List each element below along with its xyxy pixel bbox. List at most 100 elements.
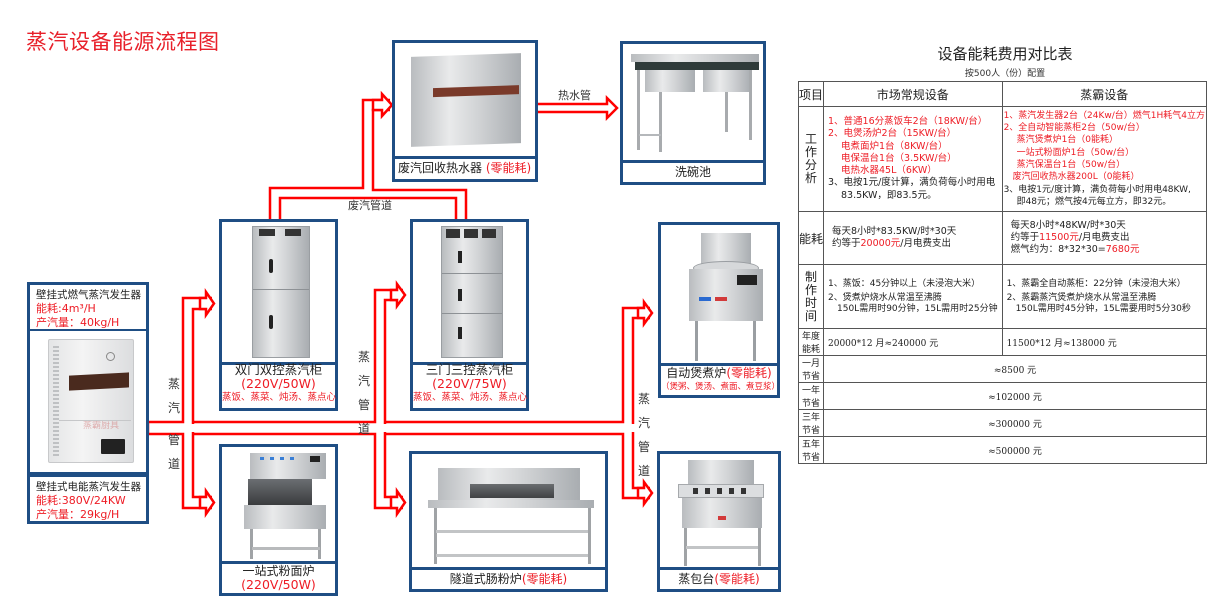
double-cabinet-spec: (220V/50W) [241, 376, 316, 391]
electric-generator-output: 产汽量：29kg/H [36, 508, 120, 521]
table-header-row: 项目 市场常规设备 蒸霸设备 [798, 81, 1208, 107]
table-row-savings-1-month: 一月节省 ≈8500 元 [798, 355, 1207, 383]
wall-mounted-generator: 蒸霸厨具 [48, 339, 134, 463]
bun-steamer-name: 蒸包台 [678, 572, 715, 586]
auto-boiler-name: 自动煲煮炉 [666, 366, 727, 380]
table-row-annual-energy: 年度能耗 20000*12 月≈240000 元 11500*12 月≈1380… [798, 328, 1208, 356]
cell-zhengba-time: 1、蒸霸全自动蒸柜：22分钟（未浸泡大米） 2、蒸霸蒸汽煲煮炉烧水从常温至沸腾 … [1001, 264, 1208, 329]
comparison-table-title: 设备能耗费用对比表 [937, 45, 1073, 63]
boiler-body [689, 269, 763, 321]
steam-pipe-label-right: 蒸 汽 管 道 [637, 392, 650, 478]
steam-pipe-label-middle: 蒸 汽 管 道 [357, 350, 370, 436]
gas-generator-name: 壁挂式燃气蒸汽发生器 [36, 289, 141, 301]
tunnel-rice-roll-caption: 隧道式肠粉炉(零能耗) [412, 569, 605, 589]
steam-pipe-label-left: 蒸 汽 管 道 [167, 377, 180, 471]
stove-base [244, 505, 326, 529]
cell-zhengba-annual: 11500*12 月≈138000 元 [1001, 328, 1208, 356]
sink-unit [631, 54, 761, 154]
page-title: 蒸汽设备能源流程图 [26, 30, 220, 54]
gas-generator-consumption: 能耗:4m³/H [36, 302, 96, 315]
bun-steamer-tag: (零能耗) [714, 572, 760, 586]
header-item: 项目 [798, 81, 824, 107]
cell-conventional-annual: 20000*12 月≈240000 元 [823, 328, 1003, 356]
steam-generator-image: 蒸霸厨具 [27, 331, 149, 475]
row-label-work-analysis: 工 作 分 析 [798, 106, 824, 212]
electric-generator-consumption: 能耗:380V/24KW [36, 494, 126, 507]
noodle-stove-name: 一站式粉面炉 [242, 564, 315, 578]
row-label-savings: 一月节省 [798, 355, 824, 383]
cabinet-body [252, 226, 310, 358]
bun-steamer-photo [660, 454, 778, 570]
control-panel [101, 439, 125, 454]
tunnel-rice-roll-tag: (零能耗) [521, 572, 568, 586]
table-row-energy: 能耗 每天8小时*83.5KW/时*30天 约等于20000元/月电费支出 每天… [798, 211, 1208, 265]
gas-generator-output: 产汽量：40kg/H [36, 316, 120, 329]
card-heat-recovery-water-heater: 废汽回收热水器 (零能耗) [392, 40, 538, 182]
electric-generator-name: 壁挂式电能蒸汽发生器 [36, 481, 141, 493]
row-label-production-time: 制 作 时 间 [798, 264, 824, 329]
sink-photo [623, 44, 763, 163]
triple-cabinet-photo [413, 222, 526, 365]
noodle-stove-caption: 一站式粉面炉 (220V/50W) [222, 564, 335, 593]
card-triple-door-steam-cabinet: 三门三控蒸汽柜 (220V/75W) 蒸饭、蒸菜、炖汤、蒸点心 [410, 219, 529, 411]
double-cabinet-uses: 蒸饭、蒸菜、炖汤、蒸点心 [222, 392, 337, 403]
cell-savings-value: ≈500000 元 [823, 436, 1207, 464]
cell-savings-value: ≈8500 元 [823, 355, 1207, 383]
energy-comparison-table: 项目 市场常规设备 蒸霸设备 工 作 分 析 1、普通16分蒸饭车2台（18KW… [798, 81, 1208, 464]
row-label-savings: 三年节省 [798, 409, 824, 437]
stove-hood [250, 453, 326, 479]
triple-cabinet-caption: 三门三控蒸汽柜 (220V/75W) 蒸饭、蒸菜、炖汤、蒸点心 [413, 362, 528, 408]
table-row-work-analysis: 工 作 分 析 1、普通16分蒸饭车2台（18KW/台） 2、电煲汤炉2台（15… [798, 106, 1208, 212]
auto-boiler-photo [661, 225, 777, 366]
comparison-table-subtitle: 按500人（份）配置 [964, 69, 1046, 79]
cell-conventional-work: 1、普通16分蒸饭车2台（18KW/台） 2、电煲汤炉2台（15KW/台） 电煮… [823, 106, 1003, 212]
steamer-body [682, 498, 762, 528]
bun-steamer-caption: 蒸包台(零能耗) [660, 569, 778, 589]
card-noodle-stove: 一站式粉面炉 (220V/50W) [219, 444, 338, 596]
card-bun-steamer: 蒸包台(零能耗) [657, 451, 781, 592]
watermark-text: 蒸霸厨具 [83, 421, 120, 431]
double-cabinet-photo [222, 222, 335, 365]
row-label-savings: 五年节省 [798, 436, 824, 464]
divider-line [59, 420, 131, 421]
table-row-production-time: 制 作 时 间 1、蒸饭：45分钟以上（未浸泡大米） 2、煲煮炉烧水从常温至沸腾… [798, 264, 1208, 329]
tunnel-rice-roll-name: 隧道式肠粉炉 [449, 572, 522, 586]
auto-boiler-tag: (零能耗) [726, 366, 772, 380]
vent-slots [53, 346, 59, 456]
cabinet-body [441, 226, 503, 358]
brand-plate [69, 372, 129, 391]
card-tunnel-rice-roll-stove: 隧道式肠粉炉(零能耗) [409, 451, 608, 592]
tunnel-rice-roll-photo [412, 454, 605, 570]
header-conventional: 市场常规设备 [823, 81, 1003, 107]
nameplate [433, 85, 519, 98]
card-dish-sink: 洗碗池 [620, 41, 766, 185]
row-label-savings: 一年节省 [798, 382, 824, 410]
hot-water-pipe-label: 热水管 [558, 89, 591, 102]
noodle-stove-spec: (220V/50W) [241, 577, 316, 592]
triple-cabinet-spec: (220V/75W) [432, 376, 507, 391]
roll-tunnel [470, 484, 554, 498]
gas-steam-generator-info: 壁挂式燃气蒸汽发生器 能耗:4m³/H 产汽量：40kg/H [27, 282, 149, 332]
noodle-stove-photo [222, 447, 335, 564]
row-label-annual-energy: 年度能耗 [798, 328, 824, 356]
cell-savings-value: ≈102000 元 [823, 382, 1207, 410]
card-auto-boiler: 自动煲煮炉(零能耗) （煲粥、煲汤、煮面、煮豆浆） [658, 222, 780, 398]
steamer-top [678, 484, 764, 498]
triple-cabinet-name: 三门三控蒸汽柜 [425, 362, 514, 377]
cell-zhengba-work: 1、蒸汽发生器2台（24Kw/台）燃气1H耗气4立方 2、全自动智能蒸柜2台（5… [1001, 106, 1208, 212]
cell-conventional-energy: 每天8小时*83.5KW/时*30天 约等于20000元/月电费支出 [823, 211, 1003, 265]
table-row-savings-1-year: 一年节省 ≈102000 元 [798, 382, 1207, 410]
row-label-energy: 能耗 [798, 211, 824, 265]
triple-cabinet-uses: 蒸饭、蒸菜、炖汤、蒸点心 [413, 392, 528, 403]
card-double-door-steam-cabinet: 双门双控蒸汽柜 (220V/50W) 蒸饭、蒸菜、炖汤、蒸点心 [219, 219, 338, 411]
cell-conventional-time: 1、蒸饭：45分钟以上（未浸泡大米） 2、煲煮炉烧水从常温至沸腾 150L需用时… [823, 264, 1003, 329]
cell-savings-value: ≈300000 元 [823, 409, 1207, 437]
waste-steam-pipe-label: 废汽管道 [348, 199, 392, 212]
cell-zhengba-energy: 每天8小时*48KW/时*30天 约等于11500元/月电费支出 燃气约为：8*… [1001, 211, 1208, 265]
roll-counter [428, 500, 594, 508]
electric-steam-generator-info: 壁挂式电能蒸汽发生器 能耗:380V/24KW 产汽量：29kg/H [27, 474, 149, 524]
heat-recovery-photo [395, 43, 535, 159]
double-cabinet-name: 双门双控蒸汽柜 [234, 362, 323, 377]
heat-recovery-caption: 废汽回收热水器 (零能耗) [398, 161, 532, 175]
header-zhengba: 蒸霸设备 [1001, 81, 1208, 107]
